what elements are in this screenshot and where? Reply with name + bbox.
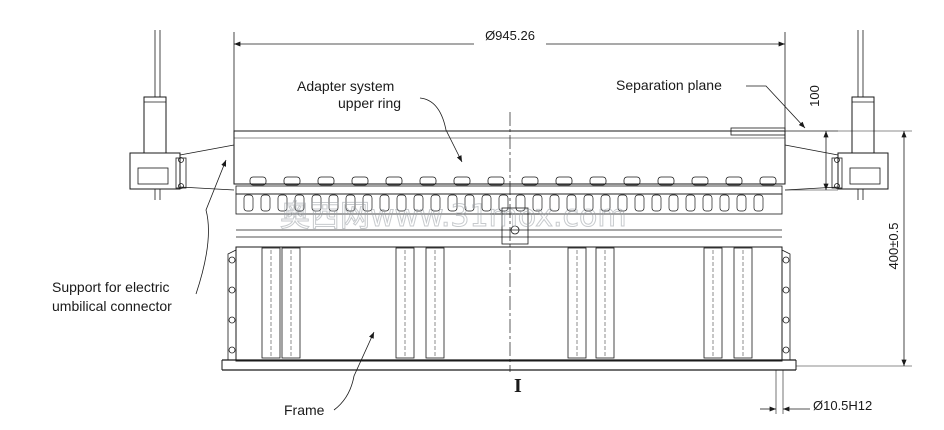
clamp-tab [453, 176, 471, 186]
watermark-text: 奥西网www.31mox.com [280, 199, 627, 234]
adapter-upper-ring [233, 127, 786, 185]
frame-slot [311, 194, 322, 212]
clamp-tab [725, 176, 743, 186]
support-label-line1: Support for electric [52, 279, 170, 295]
clamp-tab [521, 176, 539, 186]
diameter-top-label: Ø945.26 [485, 28, 535, 43]
left-umbilical-support [129, 30, 235, 200]
frame-slot [328, 194, 339, 212]
frame-slot [600, 194, 611, 212]
frame-strut [425, 247, 445, 359]
frame-strut [395, 247, 415, 359]
frame-label-group: Frame [284, 331, 375, 418]
bolt [228, 286, 236, 294]
frame-slot [753, 194, 764, 212]
frame-slot [583, 194, 594, 212]
frame-slot [481, 194, 492, 212]
frame-slot [294, 194, 305, 212]
bolt [782, 286, 790, 294]
clamp-tab [691, 176, 709, 186]
frame-strut [595, 247, 615, 359]
clamp-tab [623, 176, 641, 186]
bolt [782, 346, 790, 354]
frame-slot [566, 194, 577, 212]
clamp-tab [759, 176, 777, 186]
frame-slot [447, 194, 458, 212]
bolt [782, 256, 790, 264]
clamp-tab [317, 176, 335, 186]
frame-slots [243, 194, 764, 212]
adapter-label-group: Adapter system upper ring [297, 78, 463, 163]
side-bolts [228, 256, 790, 354]
frame-body [221, 246, 797, 371]
frame-slot [549, 194, 560, 212]
separation-plane-label: Separation plane [616, 77, 722, 93]
clamp-tab [283, 176, 301, 186]
clamp-tab [249, 176, 267, 186]
support-label-line2: umbilical connector [52, 298, 172, 314]
clamp-tab [657, 176, 675, 186]
frame-slot [243, 194, 254, 212]
frame-slot [413, 194, 424, 212]
frame-slot [634, 194, 645, 212]
frame-slot [651, 194, 662, 212]
clamp-tab [555, 176, 573, 186]
frame-slot [685, 194, 696, 212]
central-bracket [490, 207, 540, 245]
hole-label: Ø10.5H12 [813, 398, 872, 413]
frame-strut [733, 247, 753, 359]
support-label-group: Support for electric umbilical connector [52, 159, 227, 314]
right-umbilical-support [784, 30, 889, 200]
frame-slot [617, 194, 628, 212]
frame-slot [515, 194, 526, 212]
frame-slot [719, 194, 730, 212]
clamp-tab [589, 176, 607, 186]
height-400-dimension: 400±0.5 [785, 130, 912, 367]
frame-slot [396, 194, 407, 212]
frame-slot [345, 194, 356, 212]
bolt [228, 346, 236, 354]
clamp-tab [419, 176, 437, 186]
frame-slot [702, 194, 713, 212]
frame-slot [668, 194, 679, 212]
frame-slot [532, 194, 543, 212]
bolt [782, 316, 790, 324]
frame-strut [703, 247, 723, 359]
separation-plane-label-group: Separation plane [616, 77, 806, 129]
frame-label: Frame [284, 402, 325, 418]
frame-slot [260, 194, 271, 212]
bolt [228, 316, 236, 324]
height-100-dimension: 100 [785, 85, 838, 191]
frame-strut [261, 247, 281, 359]
frame-slot [362, 194, 373, 212]
height-400-label: 400±0.5 [886, 223, 901, 270]
frame-slot [430, 194, 441, 212]
clamp-tab [487, 176, 505, 186]
diameter-dimension: Ø945.26 [233, 28, 786, 132]
frame-strut [281, 247, 301, 359]
height-100-label: 100 [807, 85, 822, 107]
frame-strut [567, 247, 587, 359]
clamp-tab [385, 176, 403, 186]
clamp-tabs [249, 176, 777, 186]
adapter-label-line2: upper ring [338, 95, 401, 111]
adapter-label-line1: Adapter system [297, 78, 394, 94]
frame-slot [498, 194, 509, 212]
frame-slot [464, 194, 475, 212]
clamp-tab [351, 176, 369, 186]
frame-slot [736, 194, 747, 212]
bolt [228, 256, 236, 264]
frame-slot [379, 194, 390, 212]
section-mark: I [514, 375, 522, 397]
hole-dimension: Ø10.5H12 [760, 370, 872, 414]
frame-slot [277, 194, 288, 212]
frame-struts [261, 247, 753, 359]
